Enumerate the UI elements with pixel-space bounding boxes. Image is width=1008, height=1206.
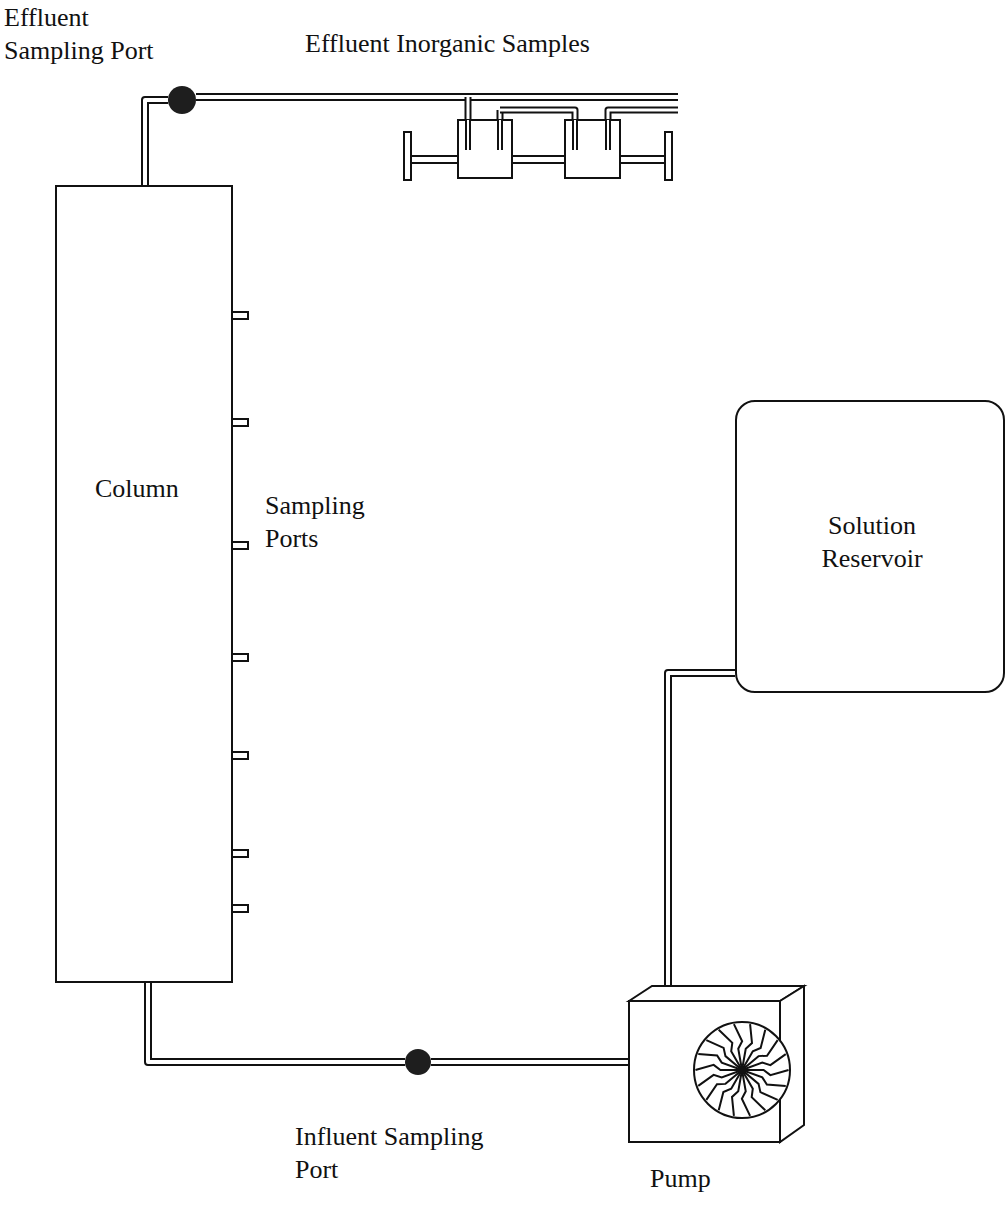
sampling-port-dot: Influent Sampling Port (405, 1049, 431, 1075)
node-label: Solution Reservoir (777, 510, 967, 575)
column-box: Column (55, 185, 233, 983)
callout-label: Sampling Ports (265, 490, 405, 555)
pump-cube: Pump (628, 985, 805, 1143)
tube-connector (145, 100, 168, 185)
sample-manifold (404, 132, 672, 180)
node-label: Pump (650, 1163, 711, 1196)
tube-connector (668, 673, 735, 995)
reservoir-box: Solution Reservoir (735, 400, 1005, 693)
node-label: Influent Sampling Port (295, 1121, 510, 1186)
effluent-tube (196, 97, 678, 150)
tube-connector (148, 983, 405, 1062)
tube-connector (431, 1062, 628, 1063)
node-label: Effluent Sampling Port (4, 2, 174, 67)
sample-vial (458, 120, 620, 178)
node-label: Column (95, 473, 179, 506)
sampling-port-dot: Effluent Sampling Port (168, 86, 196, 114)
pump-fan (695, 1024, 788, 1116)
title-label: Effluent Inorganic Samples (305, 28, 665, 61)
pump-outline (628, 985, 805, 1143)
